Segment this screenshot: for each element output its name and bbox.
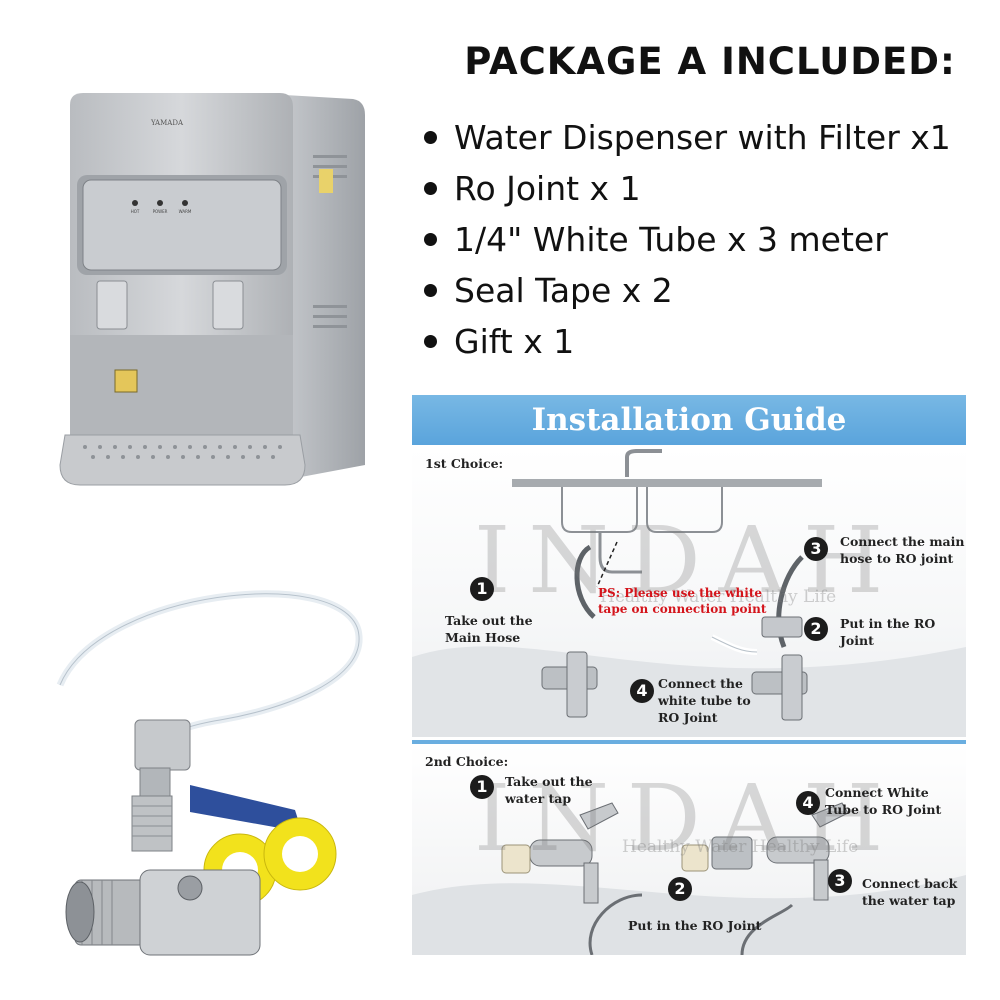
bullet-icon (424, 335, 437, 348)
step-4-badge: 4 (630, 679, 654, 703)
watermark-slogan: Healthy Water Healthy Life (600, 587, 837, 607)
bullet-icon (424, 182, 437, 195)
watermark-text: INDAH (474, 765, 902, 872)
list-item: Ro Joint x 1 (420, 163, 990, 214)
bullet-icon (424, 284, 437, 297)
step-3-badge: 3 (804, 537, 828, 561)
package-title: PACKAGE A INCLUDED: (464, 40, 956, 83)
step-3-badge: 3 (828, 869, 852, 893)
second-step-2-text: Put in the RO Joint (628, 918, 762, 933)
panel-divider (412, 740, 966, 744)
brand-label: YAMADA (150, 119, 184, 127)
first-choice-panel: INDAH Healthy Water Healthy Life 1st Cho… (412, 447, 966, 737)
list-item: Water Dispenser with Filter x1 (420, 112, 990, 163)
first-choice-label: 1st Choice: (425, 456, 504, 471)
step-2-badge: 2 (804, 617, 828, 641)
package-list: Water Dispenser with Filter x1 Ro Joint … (420, 112, 990, 367)
sink-diagram (412, 449, 966, 737)
guide-title: Installation Guide (412, 395, 966, 445)
list-item: Seal Tape x 2 (420, 265, 990, 316)
list-item: 1/4" White Tube x 3 meter (420, 214, 990, 265)
step-2-badge: 2 (668, 877, 692, 901)
second-choice-panel: INDAH Healthy Water Healthy Life 2nd Cho… (412, 745, 966, 955)
indicator-power: POWER (153, 209, 168, 214)
indicator-warm: WARM (179, 209, 192, 214)
water-dispenser-image: HOT POWER WARM YAMADA (59, 93, 365, 486)
installation-guide: Installation Guide INDAH He (412, 395, 966, 955)
list-item: Gift x 1 (420, 316, 990, 367)
step-4-badge: 4 (796, 791, 820, 815)
bullet-icon (424, 131, 437, 144)
indicator-hot: HOT (131, 209, 140, 214)
tap-diagram (412, 802, 966, 955)
step-1-badge: 1 (470, 775, 494, 799)
second-choice-label: 2nd Choice: (425, 754, 509, 769)
watermark-slogan: Healthy Water Healthy Life (622, 837, 859, 857)
step-1-badge: 1 (470, 577, 494, 601)
bullet-icon (424, 233, 437, 246)
accessories-image (56, 590, 363, 956)
